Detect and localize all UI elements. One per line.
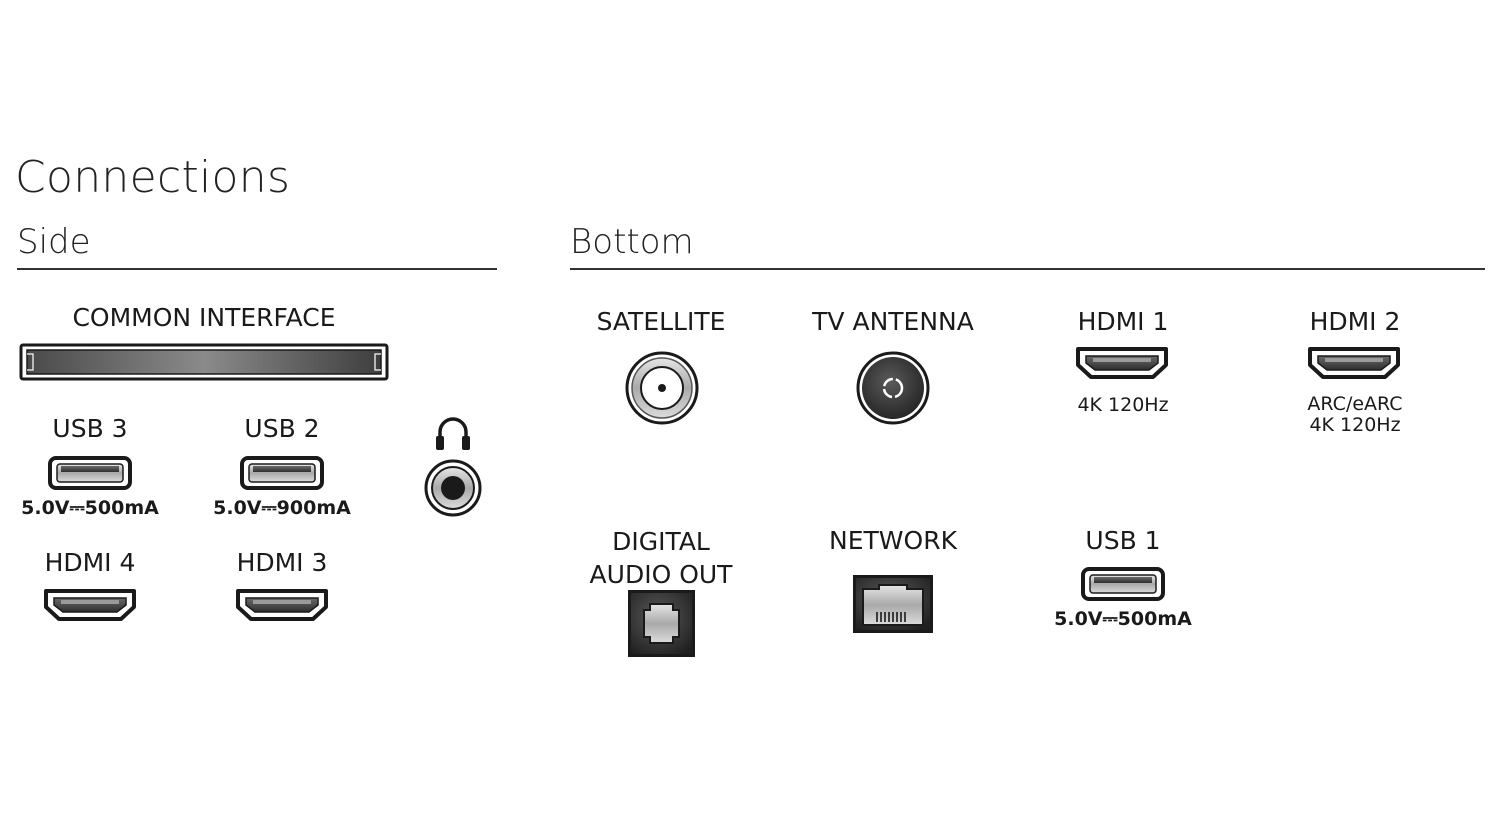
usb-port-icon: [1081, 567, 1165, 601]
digital-audio-out-label-line: AUDIO OUT: [589, 559, 733, 589]
antenna-port-icon: [856, 351, 930, 425]
section-bottom-heading: Bottom: [570, 222, 694, 262]
coax-port-icon: [625, 351, 699, 425]
bottom-divider: [570, 268, 1485, 270]
hdmi1-spec: 4K 120Hz: [1077, 394, 1169, 416]
headphone-icon: [436, 417, 470, 450]
usb1-spec: 5.0V⎓500mA: [1054, 608, 1192, 630]
usb-port-icon: [48, 456, 132, 490]
ethernet-port-icon: [853, 575, 933, 633]
hdmi2-spec-line: 4K 120Hz: [1309, 414, 1401, 437]
optical-port-icon: [628, 590, 695, 657]
hdmi4-label: HDMI 4: [44, 548, 136, 577]
hdmi-port-icon: [1076, 347, 1168, 379]
common-interface-label: COMMON INTERFACE: [72, 303, 336, 332]
usb1-label: USB 1: [1085, 526, 1161, 555]
page-title: Connections: [15, 152, 291, 203]
usb2-label: USB 2: [244, 414, 320, 443]
side-divider: [17, 268, 497, 270]
hdmi-port-icon: [236, 589, 328, 621]
usb2-spec: 5.0V⎓900mA: [213, 497, 351, 519]
digital-audio-out-label-line: DIGITAL: [612, 527, 710, 556]
tv-antenna-label: TV ANTENNA: [812, 307, 974, 336]
ci-slot-icon: [19, 343, 389, 381]
hdmi2-spec-line: ARC/eARC: [1307, 393, 1403, 415]
hdmi1-label: HDMI 1: [1077, 307, 1169, 336]
usb3-spec: 5.0V⎓500mA: [21, 497, 159, 519]
hdmi3-label: HDMI 3: [236, 548, 328, 577]
hdmi-port-icon: [44, 589, 136, 621]
hdmi-port-icon: [1308, 347, 1400, 379]
hdmi2-spec: ARC/eARC 4K 120Hz: [1275, 393, 1435, 437]
digital-audio-out-label: DIGITAL AUDIO OUT: [561, 526, 761, 591]
usb3-label: USB 3: [52, 414, 128, 443]
headphone-jack-icon: [424, 459, 482, 517]
section-side-heading: Side: [17, 222, 91, 262]
network-label: NETWORK: [829, 526, 957, 555]
hdmi2-label: HDMI 2: [1309, 307, 1401, 336]
usb-port-icon: [240, 456, 324, 490]
satellite-label: SATELLITE: [596, 307, 726, 336]
